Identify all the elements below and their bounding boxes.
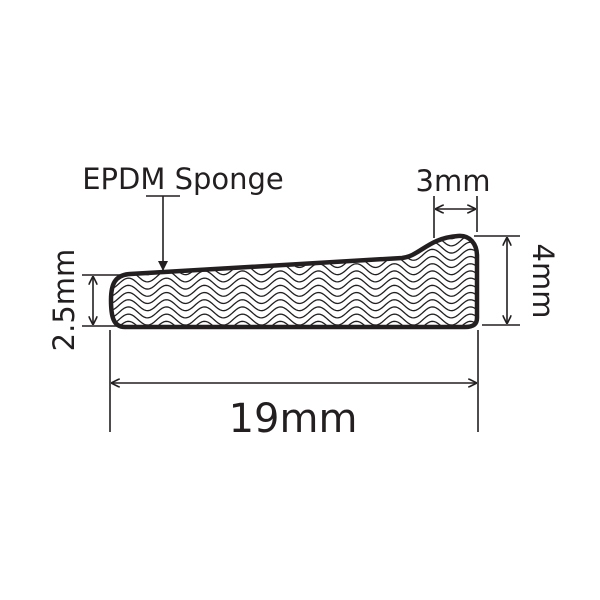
- right-height-dimension: [474, 235, 520, 326]
- sponge-wave-line: [111, 291, 477, 305]
- sponge-wave-line: [111, 277, 477, 290]
- sponge-wave-line: [111, 313, 477, 326]
- profile-outline: [108, 233, 480, 330]
- material-leader: [146, 195, 180, 271]
- sponge-texture: [100, 221, 490, 340]
- width-dimension: [109, 330, 479, 432]
- sponge-wave-line: [100, 221, 490, 232]
- sponge-wave-line: [100, 329, 490, 340]
- sponge-wave-line: [111, 284, 477, 297]
- right-height-label: 4mm: [526, 244, 560, 319]
- lip-width-label: 3mm: [416, 164, 491, 198]
- sponge-wave-line: [111, 248, 477, 261]
- material-label: EPDM Sponge: [82, 162, 284, 196]
- sponge-wave-line: [111, 235, 477, 240]
- lip-width-dimension: [433, 196, 478, 238]
- left-height-dimension: [82, 274, 128, 327]
- width-label: 19mm: [229, 396, 358, 442]
- sponge-wave-line: [111, 306, 477, 319]
- left-height-label: 2.5mm: [47, 249, 81, 352]
- sponge-wave-line: [111, 299, 477, 312]
